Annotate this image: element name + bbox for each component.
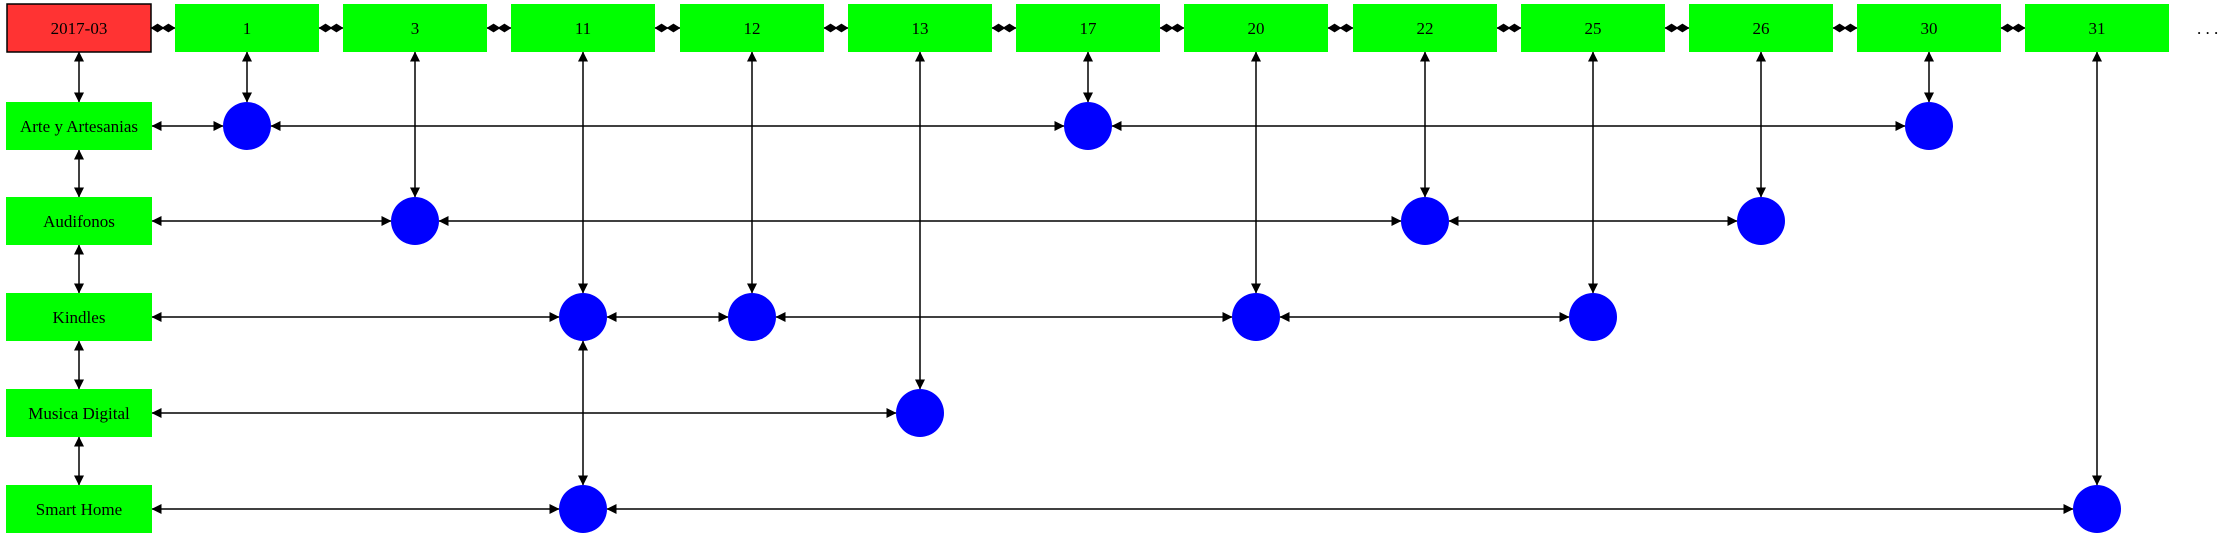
day-node-12: 12 [680, 4, 824, 52]
category-node-musica-digital-box [6, 389, 152, 437]
event-node-musica-digital-13 [896, 389, 944, 437]
event-node-audifonos-26 [1737, 197, 1785, 245]
day-node-1: 1 [175, 4, 319, 52]
category-node-kindles: Kindles [6, 293, 152, 341]
day-node-30: 30 [1857, 4, 2001, 52]
day-node-11-box [511, 4, 655, 52]
day-node-1-box [175, 4, 319, 52]
day-node-31-box [2025, 4, 2169, 52]
month-node-label: 2017-03 [51, 19, 108, 38]
day-node-17-label: 17 [1080, 19, 1098, 38]
event-node-smart-home-31 [2073, 485, 2121, 533]
day-node-11: 11 [511, 4, 655, 52]
category-node-audifonos: Audifonos [6, 197, 152, 245]
event-node-arte-y-artesanias-30 [1905, 102, 1953, 150]
day-node-3-box [343, 4, 487, 52]
category-node-arte-y-artesanias: Arte y Artesanias [6, 102, 152, 150]
category-node-smart-home-label: Smart Home [36, 500, 122, 519]
category-node-kindles-label: Kindles [53, 308, 106, 327]
day-node-26: 26 [1689, 4, 1833, 52]
event-node-audifonos-3 [391, 197, 439, 245]
day-node-12-label: 12 [744, 19, 761, 38]
day-node-22: 22 [1353, 4, 1497, 52]
day-node-13-box [848, 4, 992, 52]
day-node-13: 13 [848, 4, 992, 52]
category-node-musica-digital-label: Musica Digital [28, 404, 130, 423]
event-node-arte-y-artesanias-1 [223, 102, 271, 150]
day-node-26-box [1689, 4, 1833, 52]
category-node-arte-y-artesanias-label: Arte y Artesanias [20, 117, 138, 136]
day-node-30-label: 30 [1921, 19, 1938, 38]
day-node-17-box [1016, 4, 1160, 52]
ellipsis-label: . . . [2197, 19, 2218, 38]
day-node-13-label: 13 [912, 19, 929, 38]
day-node-26-label: 26 [1753, 19, 1770, 38]
category-node-audifonos-box [6, 197, 152, 245]
day-node-3: 3 [343, 4, 487, 52]
day-node-25-label: 25 [1585, 19, 1602, 38]
category-node-kindles-box [6, 293, 152, 341]
day-node-20-label: 20 [1248, 19, 1265, 38]
event-node-kindles-11 [559, 293, 607, 341]
day-node-20: 20 [1184, 4, 1328, 52]
day-node-30-box [1857, 4, 2001, 52]
event-node-kindles-12 [728, 293, 776, 341]
day-node-22-box [1353, 4, 1497, 52]
event-node-smart-home-11 [559, 485, 607, 533]
day-node-17: 17 [1016, 4, 1160, 52]
day-node-25-box [1521, 4, 1665, 52]
edges-layer [74, 23, 2102, 514]
month-node: 2017-03 [6, 3, 152, 53]
category-node-arte-y-artesanias-box [6, 102, 152, 150]
day-node-25: 25 [1521, 4, 1665, 52]
event-node-kindles-25 [1569, 293, 1617, 341]
day-node-12-box [680, 4, 824, 52]
category-node-smart-home: Smart Home [6, 485, 152, 533]
day-node-31-label: 31 [2089, 19, 2106, 38]
category-node-smart-home-box [6, 485, 152, 533]
month-node-box [6, 3, 152, 53]
day-node-3-label: 3 [411, 19, 420, 38]
day-node-1-label: 1 [243, 19, 252, 38]
category-node-audifonos-label: Audifonos [43, 212, 115, 231]
category-node-musica-digital: Musica Digital [6, 389, 152, 437]
day-node-31: 31 [2025, 4, 2169, 52]
day-node-11-label: 11 [575, 19, 591, 38]
event-node-arte-y-artesanias-17 [1064, 102, 1112, 150]
event-node-audifonos-22 [1401, 197, 1449, 245]
day-node-20-box [1184, 4, 1328, 52]
event-node-kindles-20 [1232, 293, 1280, 341]
day-node-22-label: 22 [1417, 19, 1434, 38]
